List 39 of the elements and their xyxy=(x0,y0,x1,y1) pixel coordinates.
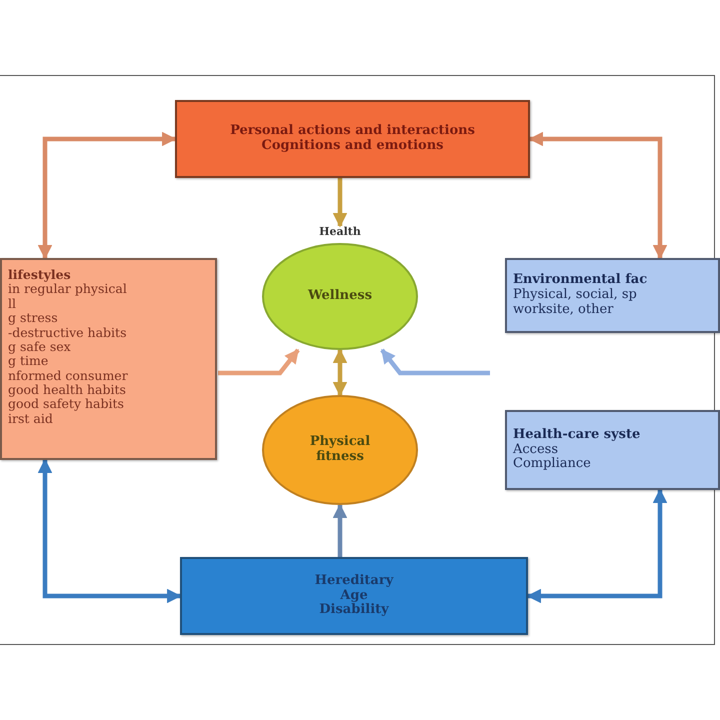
box-text: Physical, social, sp xyxy=(513,288,637,303)
box-text: Cognitions and emotions xyxy=(262,139,444,154)
arrow xyxy=(526,488,668,604)
box-text: -destructive habits xyxy=(8,326,126,340)
ellipse-text: Physical fitness xyxy=(308,435,372,465)
box-text: g time xyxy=(8,354,48,369)
box-text: Access xyxy=(513,442,558,457)
box-text: ll xyxy=(8,296,16,312)
box-heading: Health-care syste xyxy=(513,428,640,443)
box-text: Compliance xyxy=(513,457,591,472)
arrow xyxy=(38,458,182,604)
arrow xyxy=(218,348,300,376)
box-text: worksite, other xyxy=(513,302,614,318)
box-text: g safe sex xyxy=(8,340,71,354)
arrow xyxy=(38,132,176,260)
process-box xyxy=(505,258,720,333)
box-text: good safety habits xyxy=(8,397,124,412)
box-text: Disability xyxy=(319,603,389,618)
box-text: Age xyxy=(340,588,368,603)
box-text: irst aid xyxy=(8,412,53,426)
process-box xyxy=(0,258,217,460)
arrow xyxy=(332,348,348,396)
box-text: Hereditary xyxy=(314,574,394,589)
box-heading: Environmental fac xyxy=(513,273,648,288)
box-text: Personal actions and interactions xyxy=(230,124,475,139)
box-text: in regular physical xyxy=(8,282,127,297)
arrow xyxy=(332,504,348,557)
box-text: g stress xyxy=(8,311,58,326)
box-heading: lifestyles xyxy=(8,268,71,282)
process-box xyxy=(505,410,720,490)
arrow xyxy=(332,178,348,228)
process-box xyxy=(180,557,528,635)
box-text: nformed consumer xyxy=(8,368,128,383)
ellipse-heading: Health xyxy=(319,226,361,239)
box-text: good health habits xyxy=(8,383,126,398)
process-box xyxy=(175,100,530,178)
arrow xyxy=(528,132,668,260)
ellipse-text: Wellness xyxy=(306,288,374,304)
arrow xyxy=(380,348,490,376)
